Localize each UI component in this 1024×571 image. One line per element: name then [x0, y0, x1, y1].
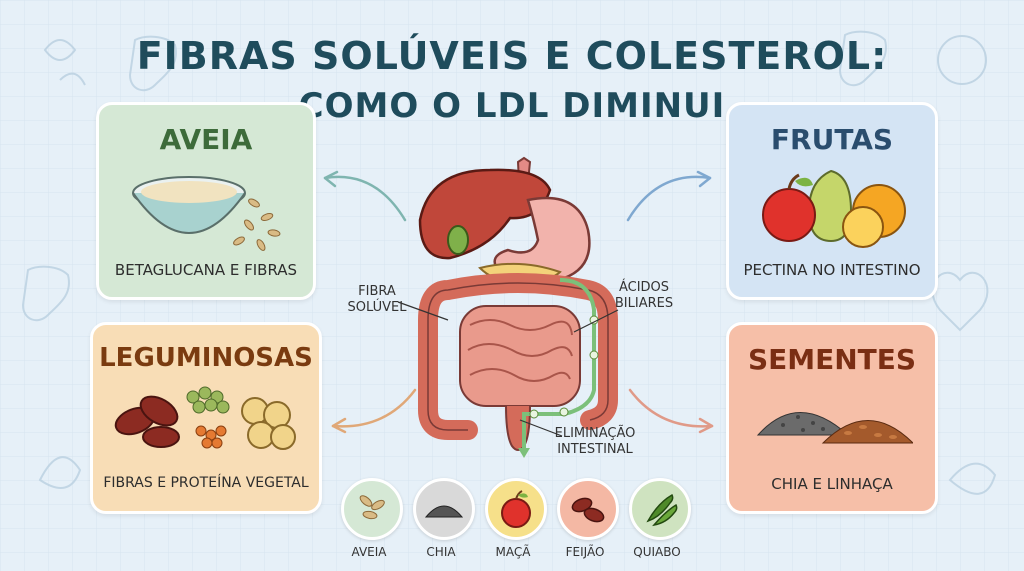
food-chia-circle — [413, 478, 475, 540]
card-aveia: AVEIA BETAGLUCANA E FIBRAS — [96, 102, 316, 300]
food-label-aveia: AVEIA — [351, 545, 387, 559]
food-label-quiabo: QUIABO — [633, 545, 681, 559]
label-acidos-biliares: ÁCIDOS BILIARES — [614, 280, 674, 311]
bean-icon — [571, 497, 605, 523]
arrow-to-sementes — [628, 388, 714, 428]
oat-bowl-icon — [132, 176, 281, 251]
food-label-maca: MAÇÃ — [495, 545, 531, 559]
card-sementes-heading: SEMENTES — [747, 343, 917, 376]
card-aveia-caption: BETAGLUCANA E FIBRAS — [114, 261, 298, 279]
card-leguminosas: LEGUMINOSAS FIBRAS E PROTEÍNA VEGETAL — [90, 322, 322, 514]
digestive-system-illustration — [418, 156, 618, 458]
card-frutas-heading: FRUTAS — [770, 123, 894, 156]
label-eliminacao-intestinal: ELIMINAÇÃO INTESTINAL — [554, 426, 636, 457]
fruits-icon — [762, 169, 906, 248]
arrow-to-frutas — [626, 175, 712, 222]
food-maca-circle — [485, 478, 547, 540]
card-aveia-heading: AVEIA — [159, 123, 253, 156]
card-frutas-caption: PECTINA NO INTESTINO — [743, 261, 921, 279]
label-fibra-soluvel: FIBRA SOLÚVEL — [347, 284, 407, 315]
card-leguminosas-heading: LEGUMINOSAS — [99, 343, 313, 373]
oat-icon — [359, 495, 385, 520]
card-sementes-caption: CHIA E LINHAÇA — [771, 475, 893, 493]
food-aveia-circle — [341, 478, 403, 540]
arrow-to-aveia — [323, 175, 407, 222]
title-line1: FIBRAS SOLÚVEIS E COLESTEROL: — [136, 34, 888, 78]
title-line2: COMO O LDL DIMINUI — [298, 86, 726, 126]
seeds-icon — [756, 412, 913, 444]
card-leguminosas-caption: FIBRAS E PROTEÍNA VEGETAL — [103, 475, 309, 491]
okra-icon — [646, 493, 678, 527]
legumes-icon — [114, 386, 296, 450]
food-label-feijao: FEIJÃO — [565, 545, 605, 559]
card-sementes: SEMENTES CHIA E LINHAÇA — [726, 322, 938, 514]
card-frutas: FRUTAS PECTINA NO INTESTINO — [726, 102, 938, 300]
arrow-to-leguminosas — [331, 388, 417, 428]
chia-icon — [424, 505, 464, 518]
food-feijao-circle — [557, 478, 619, 540]
food-label-chia: CHIA — [426, 545, 456, 559]
food-quiabo-circle — [629, 478, 691, 540]
apple-icon — [501, 490, 531, 528]
